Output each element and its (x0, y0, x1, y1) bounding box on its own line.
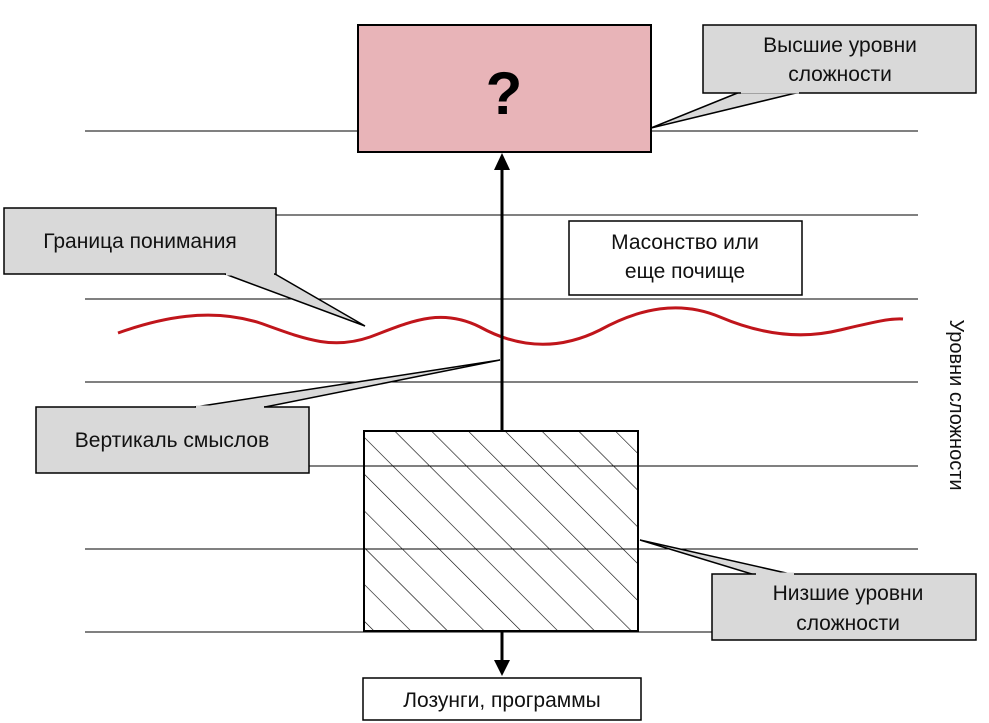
callout-high-box (702, 24, 977, 94)
masonry-line2: еще почище (625, 260, 745, 283)
callout-low-pointer (639, 539, 796, 576)
callout-high-line1: Высшие уровни (763, 34, 917, 57)
callout-vertical-box (35, 406, 310, 474)
callout-low-line1: Низшие уровни (773, 582, 924, 605)
arrowhead-down (494, 660, 510, 676)
understanding-border-wave (117, 306, 904, 346)
callout-low-box (711, 573, 977, 641)
arrowhead-up (494, 153, 510, 170)
low-levels-box (363, 430, 639, 632)
masonry-box (568, 220, 803, 296)
callout-border-box (3, 207, 277, 275)
side-label-complexity-levels: Уровни сложности (945, 319, 967, 490)
callout-vertical-pointer (194, 359, 501, 408)
callout-low-line2: сложности (796, 612, 900, 635)
slogans-box (362, 677, 642, 721)
callout-border-text: Граница понимания (43, 230, 237, 253)
masonry-line1: Масонство или (611, 231, 759, 254)
callout-vertical-text: Вертикаль смыслов (75, 429, 269, 452)
callout-high-line2: сложности (788, 63, 892, 86)
top-question-box (357, 24, 652, 153)
callout-high-pointer (650, 91, 801, 129)
question-mark: ? (486, 60, 523, 127)
slogans-text: Лозунги, программы (403, 689, 601, 712)
